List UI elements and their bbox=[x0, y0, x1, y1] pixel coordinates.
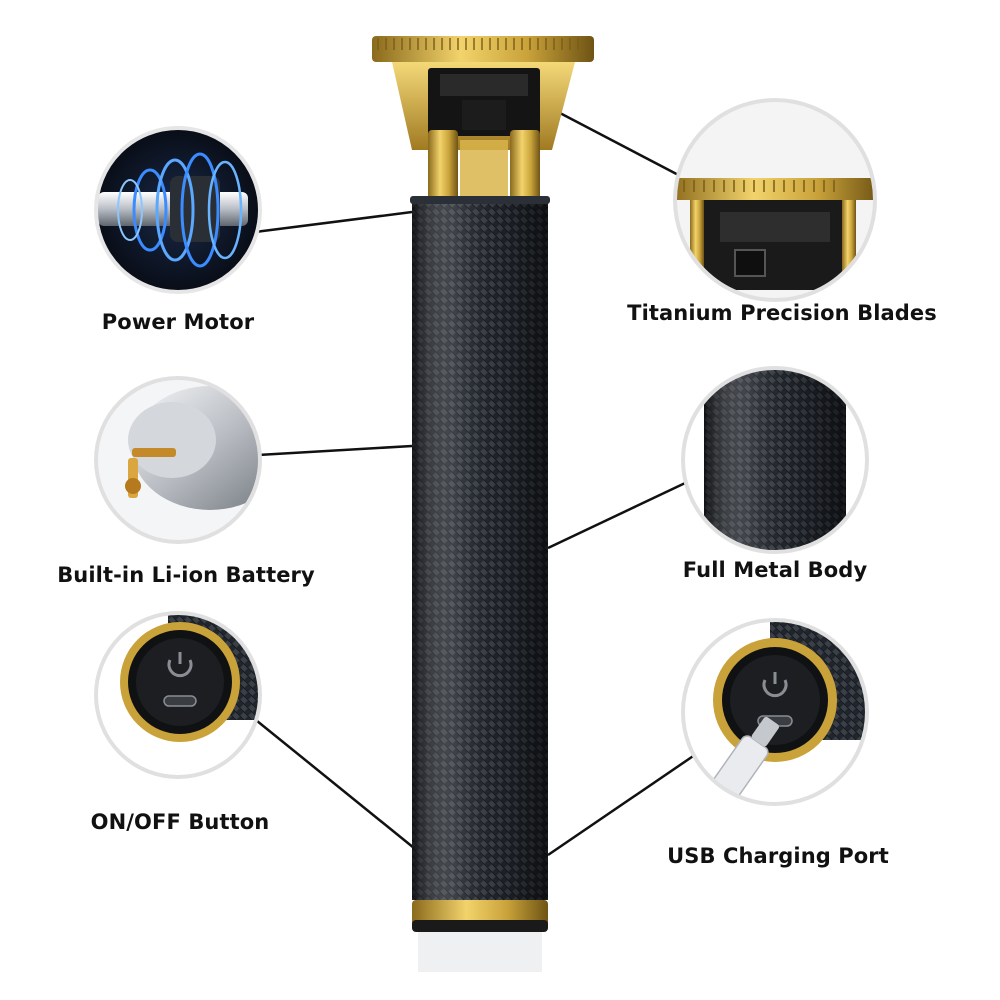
connector-usb-port bbox=[547, 746, 706, 857]
label-battery: Built-in Li-ion Battery bbox=[57, 563, 315, 587]
metal-body-image bbox=[681, 366, 869, 554]
connector-metal-body bbox=[547, 474, 701, 550]
label-power-motor: Power Motor bbox=[101, 310, 255, 334]
trimmer-body bbox=[410, 196, 550, 972]
label-on-off: ON/OFF Button bbox=[90, 810, 270, 834]
power-icon bbox=[167, 652, 193, 678]
trimmer-head bbox=[372, 36, 594, 202]
label-blades: Titanium Precision Blades bbox=[627, 301, 937, 325]
connector-blades bbox=[557, 110, 689, 182]
connector-battery bbox=[257, 444, 413, 457]
power-motor-image bbox=[94, 126, 262, 294]
usb-c-port-icon bbox=[163, 695, 197, 707]
connector-power-motor bbox=[254, 210, 413, 234]
connector-lines bbox=[245, 110, 706, 857]
usb-port-image bbox=[681, 618, 869, 806]
blades-image bbox=[673, 98, 877, 302]
on-off-image bbox=[94, 611, 262, 779]
label-usb-port: USB Charging Port bbox=[667, 844, 889, 868]
connector-on-off bbox=[245, 711, 415, 849]
label-metal-body: Full Metal Body bbox=[682, 558, 868, 582]
battery-image bbox=[94, 376, 262, 544]
